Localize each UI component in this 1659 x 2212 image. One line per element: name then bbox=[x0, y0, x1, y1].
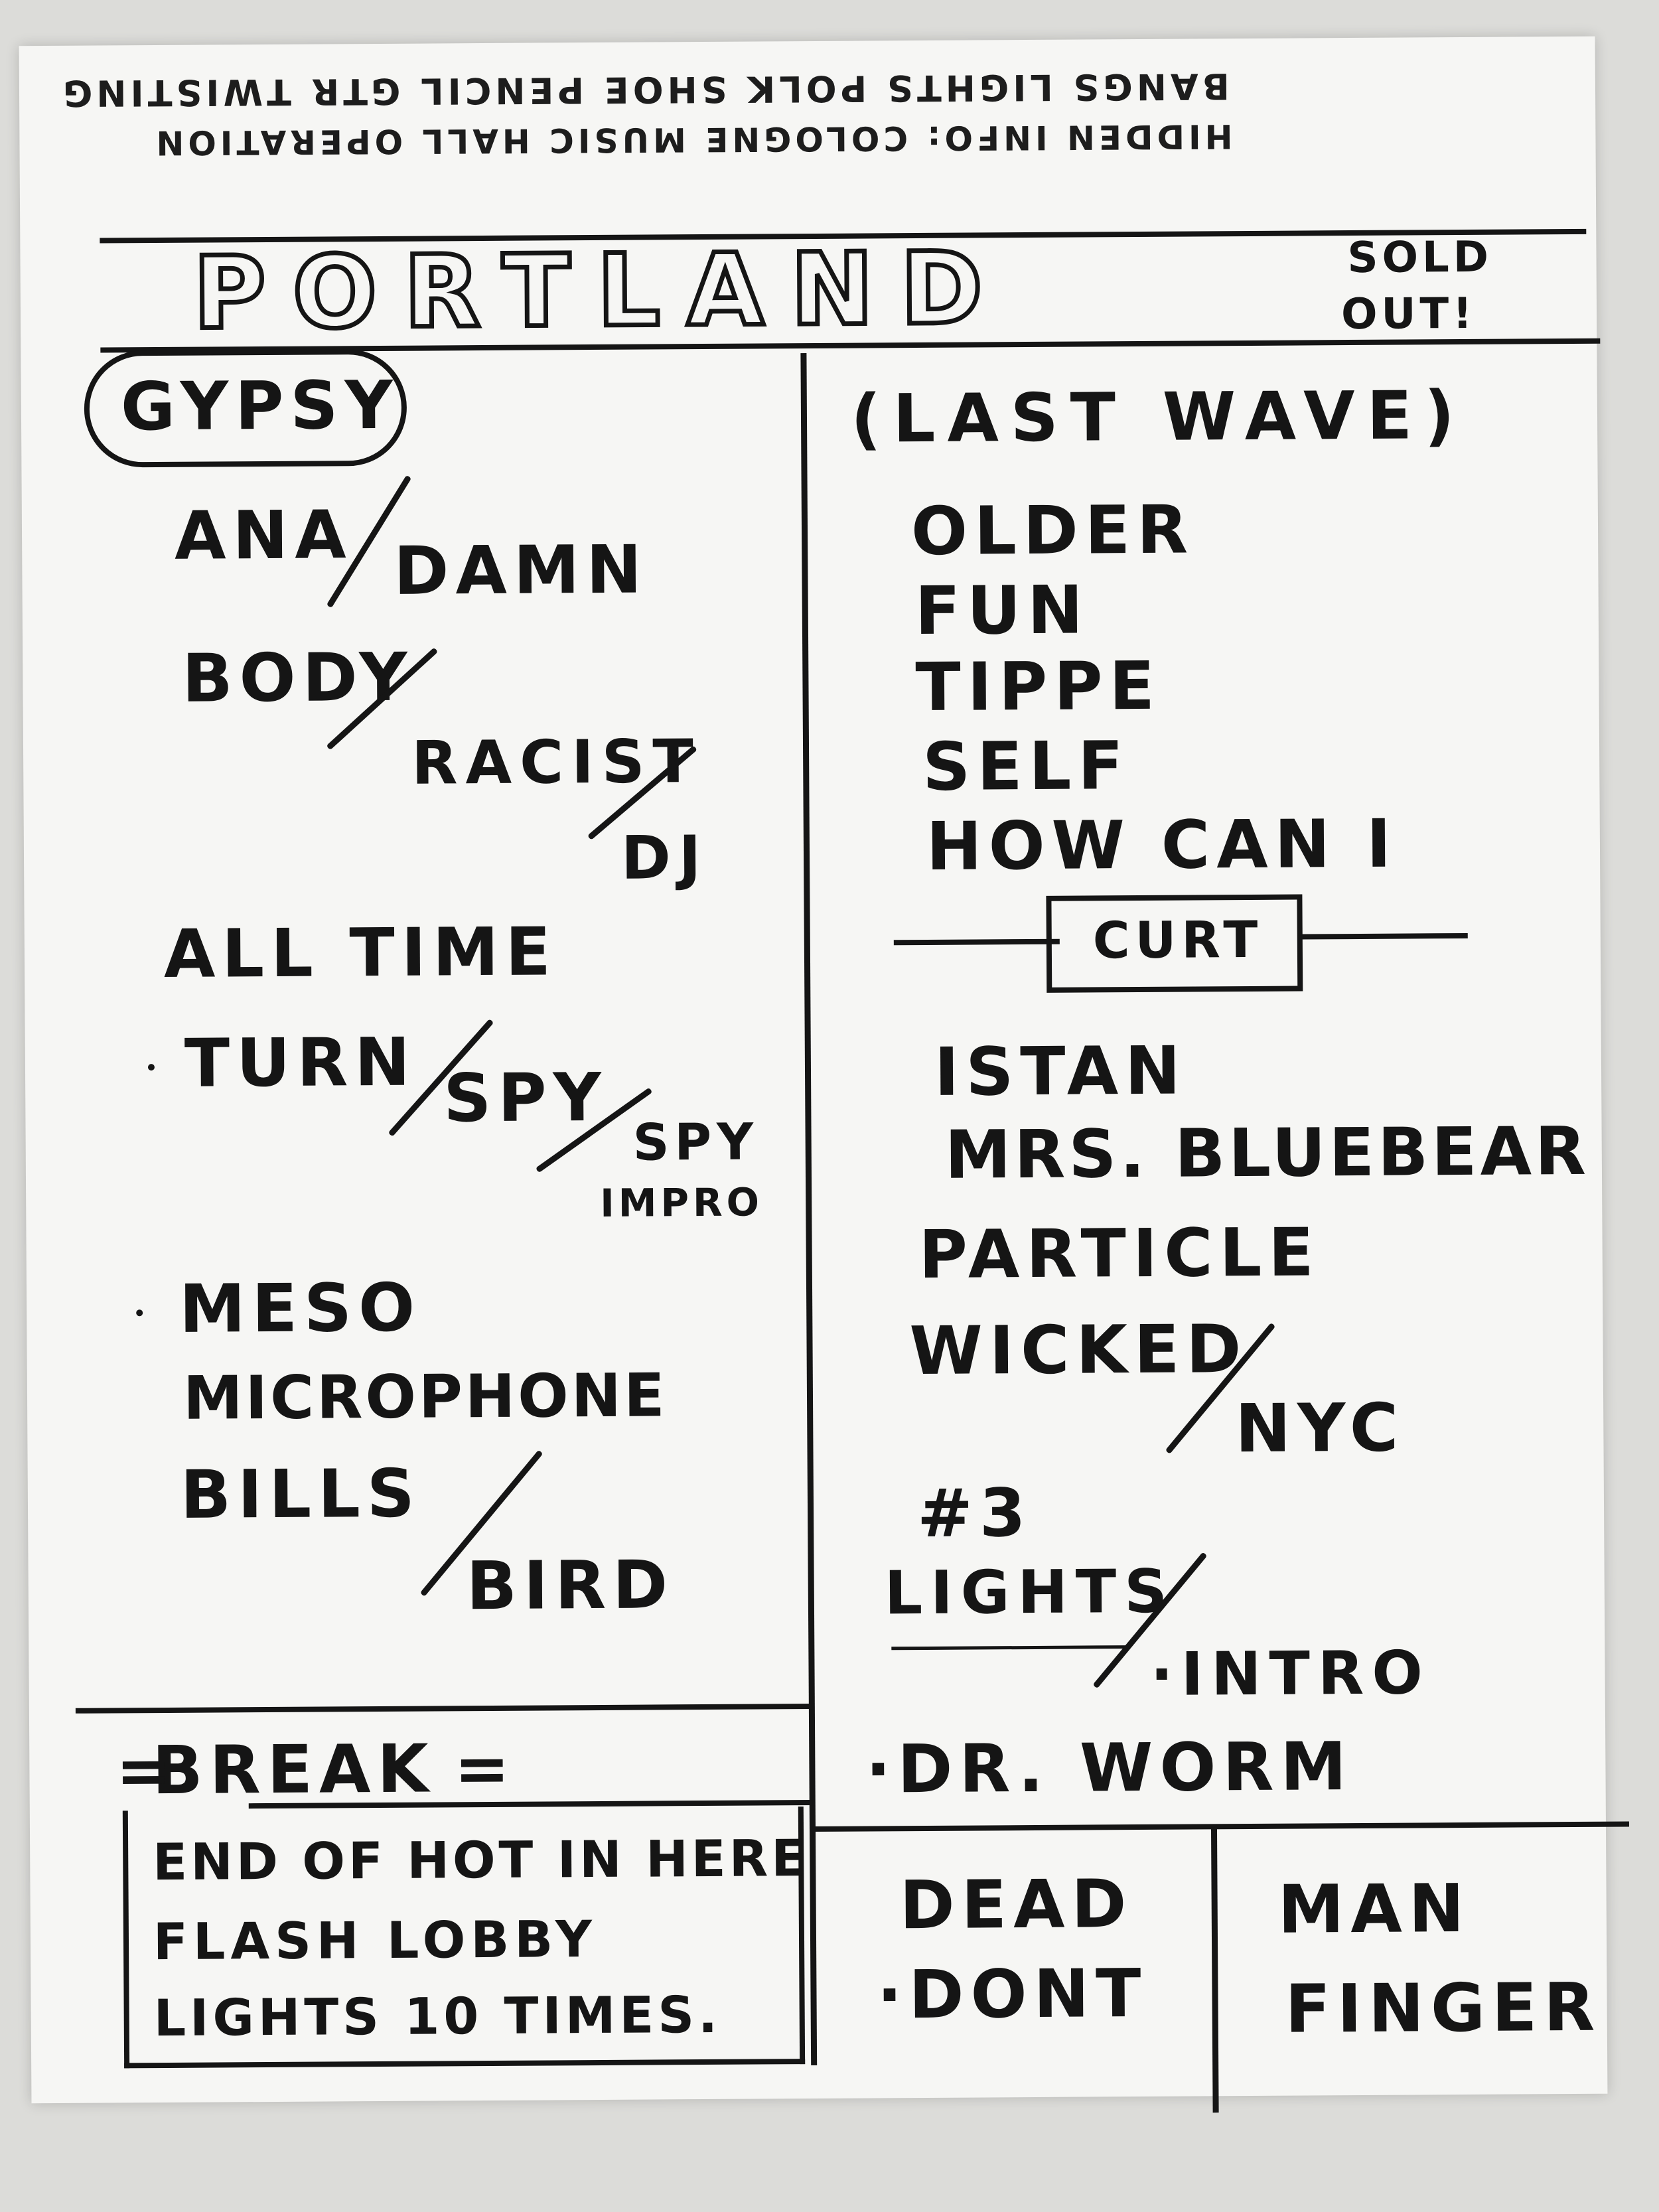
opener-song: GYPSY bbox=[120, 366, 400, 446]
break-note-line-3: LIGHTS 10 TIMES. bbox=[153, 1984, 722, 2048]
encore-2-song-b: FINGER bbox=[1285, 1968, 1602, 2048]
song-spy-impro-2: IMPRO bbox=[600, 1179, 764, 1226]
song-older: OLDER bbox=[910, 490, 1195, 571]
sold-out-line-2: OUT! bbox=[1340, 289, 1477, 340]
break-mark-right: = bbox=[454, 1729, 517, 1808]
encore-1-song-a: DEAD bbox=[899, 1865, 1133, 1945]
section-last-wave: (LAST WAVE) bbox=[850, 376, 1467, 458]
song-three: #3 bbox=[916, 1473, 1033, 1553]
song-self: SELF bbox=[922, 727, 1130, 806]
song-fun: FUN bbox=[914, 571, 1090, 650]
song-wicked: WICKED bbox=[909, 1310, 1248, 1390]
song-bills: BILLS bbox=[180, 1454, 422, 1534]
encore-divider bbox=[1210, 1827, 1219, 2113]
setlist-paper: HIDDEN INFO: COLOGNE MUSIC HALL OPERATIO… bbox=[19, 36, 1629, 2113]
song-all-time: ALL TIME bbox=[163, 913, 558, 993]
song-dj: DJ bbox=[620, 822, 709, 893]
lights-underline bbox=[891, 1645, 1131, 1651]
mark-dot bbox=[147, 1064, 155, 1071]
encore-2-song-a: MAN bbox=[1277, 1869, 1471, 1949]
break-label: BREAK bbox=[152, 1730, 436, 1810]
song-bird: BIRD bbox=[466, 1546, 675, 1625]
break-mark-left: = bbox=[115, 1731, 179, 1810]
song-meso: MESO bbox=[179, 1268, 422, 1348]
song-istan: ISTAN bbox=[934, 1031, 1188, 1111]
curt-rule-right bbox=[1301, 932, 1468, 940]
song-turn: TURN bbox=[184, 1023, 417, 1102]
encore-1-song-b: ·DONT bbox=[877, 1954, 1148, 2034]
song-ana: ANA bbox=[174, 496, 353, 575]
keywords-text: BANGS LIGHTS POLK SHOE PENCIL GTR TWISTI… bbox=[58, 65, 1230, 114]
hidden-info-text: HIDDEN INFO: COLOGNE MUSIC HALL OPERATIO… bbox=[152, 117, 1233, 163]
song-spy: SPY bbox=[443, 1058, 609, 1138]
song-intro: ·INTRO bbox=[1150, 1638, 1431, 1710]
song-mrs-bluebeard: MRS. BLUEBEAR bbox=[944, 1112, 1590, 1194]
song-racist: RACIST bbox=[411, 727, 702, 798]
city-title: PORTLAND bbox=[190, 229, 1012, 354]
song-particle: PARTICLE bbox=[918, 1213, 1321, 1294]
song-curt: CURT bbox=[1092, 909, 1263, 970]
break-top-rule bbox=[75, 1704, 812, 1714]
song-tippe: TIPPE bbox=[915, 646, 1162, 727]
sold-out-line-1: SOLD bbox=[1347, 232, 1493, 283]
break-note-line-1: END OF HOT IN HERE bbox=[153, 1828, 810, 1892]
song-nyc: NYC bbox=[1234, 1388, 1406, 1468]
song-dr-worm: ·DR. WORM bbox=[865, 1728, 1354, 1808]
song-spy-impro-1: SPY bbox=[632, 1112, 759, 1172]
song-lights: LIGHTS bbox=[884, 1556, 1176, 1629]
song-how-can-i: HOW CAN I bbox=[926, 804, 1398, 885]
encore-top-rule bbox=[812, 1821, 1629, 1832]
song-microphone: MICROPHONE bbox=[182, 1361, 668, 1434]
curt-rule-left bbox=[893, 938, 1060, 946]
song-damn: DAMN bbox=[394, 530, 649, 610]
break-note-line-2: FLASH LOBBY bbox=[153, 1909, 598, 1972]
mark-dot bbox=[136, 1309, 143, 1317]
